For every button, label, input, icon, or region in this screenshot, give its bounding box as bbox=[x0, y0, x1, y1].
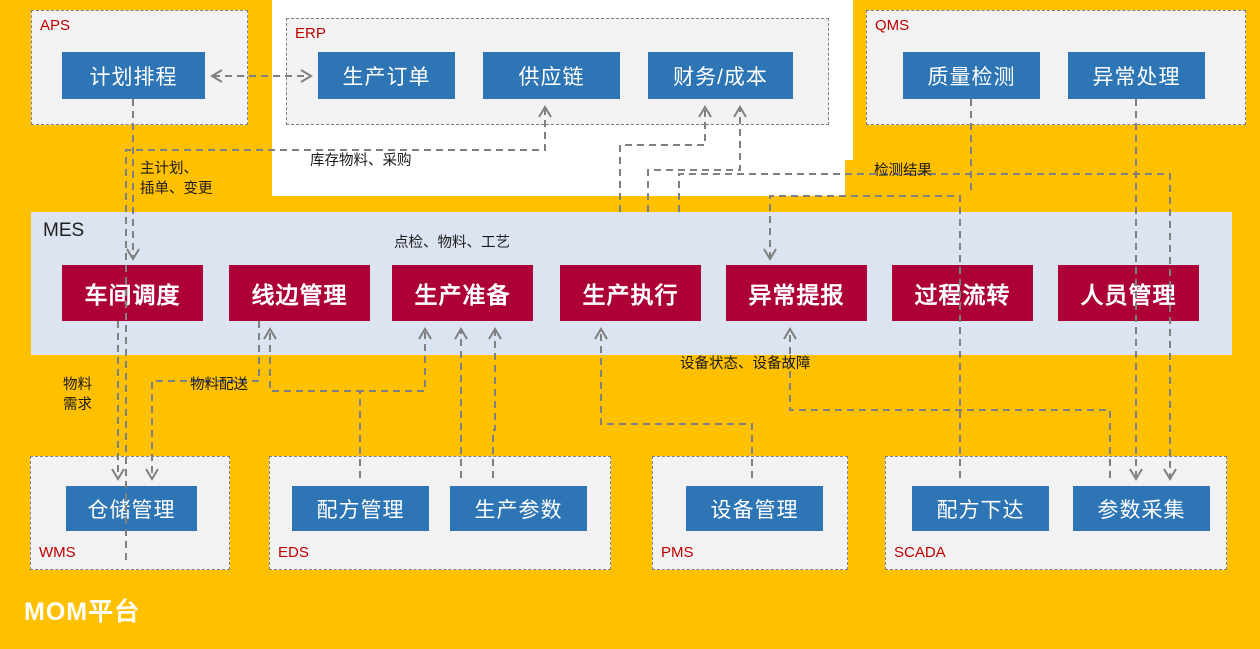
mes-box-shengchanzhixing[interactable]: 生产执行 bbox=[560, 265, 701, 321]
conn-label-master-plan: 主计划、 插单、变更 bbox=[140, 161, 213, 197]
mes-box-guochengliuzhuan[interactable]: 过程流转 bbox=[892, 265, 1033, 321]
conn-label-inspection-result: 检测结果 bbox=[874, 163, 932, 179]
conn-label-material-demand: 物料 需求 bbox=[63, 377, 92, 413]
conn-label-check-material-craft: 点检、物料、工艺 bbox=[394, 235, 510, 251]
group-label-eds: EDS bbox=[278, 544, 309, 561]
mes-box-yichangtibao[interactable]: 异常提报 bbox=[726, 265, 867, 321]
conn-label-inventory-purchase: 库存物料、采购 bbox=[310, 153, 412, 169]
group-label-qms: QMS bbox=[875, 17, 910, 34]
conn-label-equipment-status: 设备状态、设备故障 bbox=[680, 356, 811, 372]
module-box-peifangguanli[interactable]: 配方管理 bbox=[292, 486, 429, 531]
module-box-canshucaiji[interactable]: 参数采集 bbox=[1073, 486, 1210, 531]
group-label-wms: WMS bbox=[39, 544, 76, 561]
module-box-gongyinglian[interactable]: 供应链 bbox=[483, 52, 620, 99]
mes-box-renyuanguanli[interactable]: 人员管理 bbox=[1058, 265, 1199, 321]
module-box-shengchancanshu[interactable]: 生产参数 bbox=[450, 486, 587, 531]
group-label-scada: SCADA bbox=[894, 544, 946, 561]
mes-box-chejiandiaodu[interactable]: 车间调度 bbox=[62, 265, 203, 321]
module-box-peifangxiada[interactable]: 配方下达 bbox=[912, 486, 1049, 531]
group-label-pms: PMS bbox=[661, 544, 694, 561]
mes-box-shengchanzhunbei[interactable]: 生产准备 bbox=[392, 265, 533, 321]
module-box-zhiliangjiance[interactable]: 质量检测 bbox=[903, 52, 1040, 99]
platform-title: MOM平台 bbox=[24, 598, 141, 626]
conn-label-material-delivery: 物料配送 bbox=[190, 377, 248, 393]
group-label-aps: APS bbox=[40, 17, 71, 34]
module-box-cangchuguanli[interactable]: 仓储管理 bbox=[66, 486, 197, 531]
module-box-jihuapaicheng[interactable]: 计划排程 bbox=[62, 52, 205, 99]
module-box-caiwuchengben[interactable]: 财务/成本 bbox=[648, 52, 793, 99]
mes-panel-title: MES bbox=[43, 220, 85, 241]
module-box-yichangchuli[interactable]: 异常处理 bbox=[1068, 52, 1205, 99]
module-box-shebeiguanli[interactable]: 设备管理 bbox=[686, 486, 823, 531]
mes-box-xianbianguanli[interactable]: 线边管理 bbox=[229, 265, 370, 321]
group-label-erp: ERP bbox=[295, 25, 326, 42]
module-box-shengchandingdan[interactable]: 生产订单 bbox=[318, 52, 455, 99]
white-backdrop-panel-right bbox=[845, 0, 853, 160]
